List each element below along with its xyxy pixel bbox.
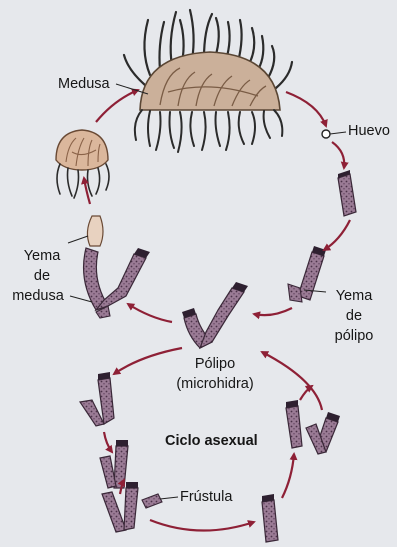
life-cycle-diagram: Medusa Huevo Yema de medusa Yema de póli… bbox=[0, 0, 397, 547]
frustula-pointer bbox=[0, 0, 397, 547]
